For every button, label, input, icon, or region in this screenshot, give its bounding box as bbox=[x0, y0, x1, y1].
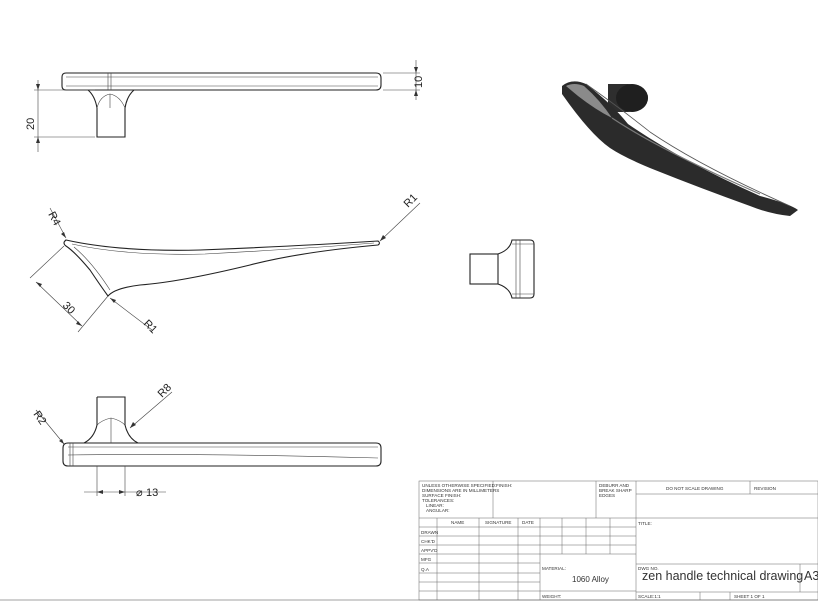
tb-sheet-label: SHEET 1 OF 1 bbox=[734, 594, 765, 599]
tb-title-label: TITLE: bbox=[638, 521, 652, 526]
tb-row-chkd: CHK'D bbox=[421, 539, 436, 544]
tb-scale-label: SCALE:1:1 bbox=[638, 594, 661, 599]
bottom-view: R2 R8 ⌀ 13 bbox=[31, 382, 382, 499]
dim-top-height: 20 bbox=[25, 118, 37, 130]
tb-row-appvd: APPV'D bbox=[421, 548, 438, 553]
side-view: R4 R1 30 R1 bbox=[29, 192, 421, 336]
tb-row-drawn: DRAWN bbox=[421, 530, 438, 535]
tb-revision-label: REVISION bbox=[754, 486, 776, 491]
tb-sheet-size: A3 bbox=[804, 569, 818, 583]
tb-note-6: ANGULAR: bbox=[426, 508, 450, 513]
tb-deburr-3: EDGES bbox=[599, 493, 615, 498]
tb-note-2: DIMENSIONS ARE IN MILLIMETERS bbox=[422, 488, 499, 493]
tb-row-qa: Q.A bbox=[421, 567, 430, 572]
tb-note-4: TOLERANCES: bbox=[422, 498, 454, 503]
tb-do-not-scale: DO NOT SCALE DRAWING bbox=[666, 486, 724, 491]
tb-material-label: MATERIAL: bbox=[542, 566, 566, 571]
tb-deburr-2: BREAK SHARP bbox=[599, 488, 632, 493]
dim-bottom-radius-fillet: R8 bbox=[156, 382, 174, 400]
tb-note-3: SURFACE FINISH: bbox=[422, 493, 461, 498]
tb-finish-label: FINISH: bbox=[496, 483, 512, 488]
tb-col-signature: SIGNATURE bbox=[485, 520, 511, 525]
tb-weight-label: WEIGHT: bbox=[542, 594, 561, 599]
tb-note-1: UNLESS OTHERWISE SPECIFIED: bbox=[422, 483, 496, 488]
dim-bottom-radius-left: R2 bbox=[31, 409, 49, 427]
tb-deburr-1: DEBURR AND bbox=[599, 483, 630, 488]
tb-material-value: 1060 Alloy bbox=[572, 575, 609, 584]
dim-side-radius-left: R4 bbox=[45, 210, 62, 228]
tb-col-date: DATE bbox=[522, 520, 534, 525]
tb-dwg-label: DWG NO. bbox=[638, 566, 659, 571]
tb-note-5: LINEAR: bbox=[426, 503, 444, 508]
dim-side-length: 30 bbox=[60, 300, 77, 317]
top-view: 10 20 bbox=[25, 60, 425, 152]
dim-top-thickness: 10 bbox=[413, 76, 425, 88]
dim-side-radius-base: R1 bbox=[141, 318, 159, 336]
end-view bbox=[469, 239, 535, 299]
title-block: UNLESS OTHERWISE SPECIFIED: DIMENSIONS A… bbox=[418, 480, 818, 601]
tb-col-name: NAME bbox=[451, 520, 464, 525]
dim-bottom-diameter-symbol: ⌀ bbox=[136, 487, 143, 499]
tb-drawing-title: zen handle technical drawing bbox=[642, 569, 803, 583]
tb-row-mfg: MFG bbox=[421, 557, 432, 562]
dim-bottom-diameter: 13 bbox=[146, 487, 158, 499]
dim-side-radius-tip: R1 bbox=[402, 192, 420, 210]
isometric-view bbox=[562, 81, 798, 216]
